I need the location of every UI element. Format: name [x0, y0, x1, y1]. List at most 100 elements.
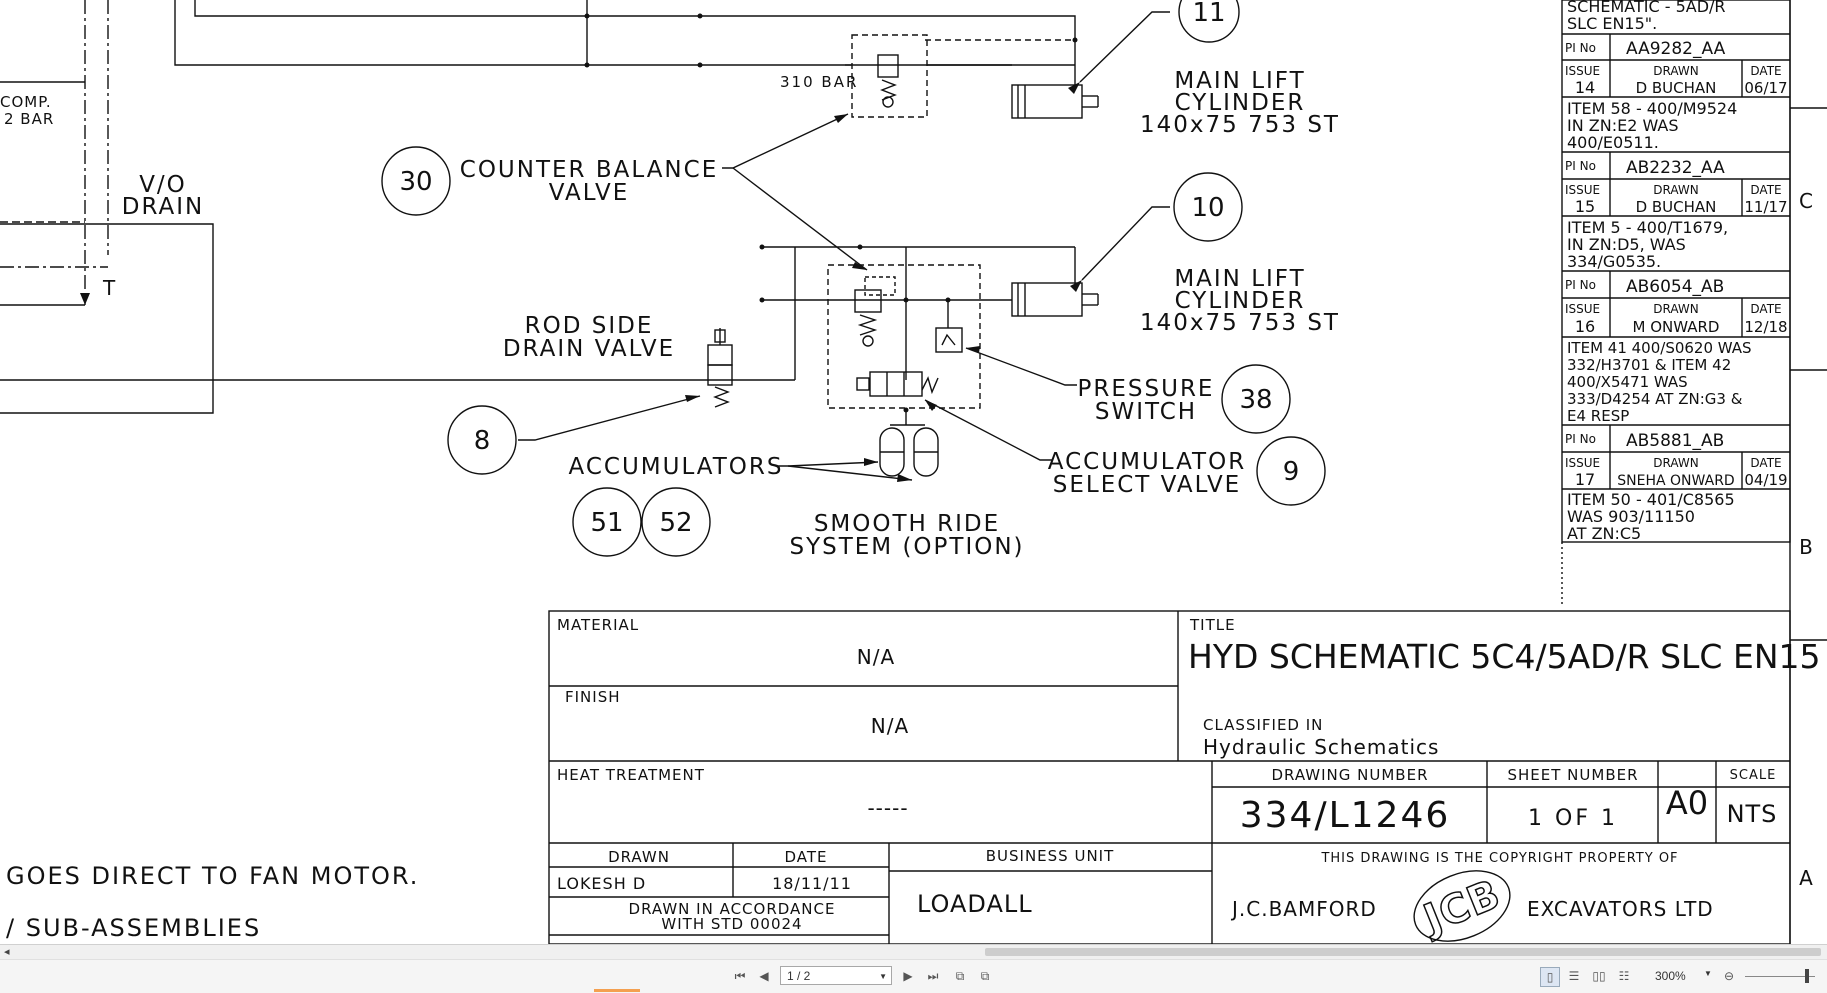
- drawing-number-value: 334/L1246: [1240, 795, 1451, 836]
- jcb-logo: JCB: [1415, 871, 1507, 944]
- date-label-15: DATE: [1750, 183, 1781, 197]
- material-value: N/A: [857, 645, 895, 669]
- main-lift-1-line3: 140x75 753 ST: [1140, 112, 1340, 138]
- zoom-dropdown-icon[interactable]: ▼: [1704, 969, 1712, 978]
- first-page-icon[interactable]: ⏮: [734, 968, 746, 983]
- pi-value-16: AB6054_AB: [1626, 277, 1724, 297]
- drawn-value-16: M ONWARD: [1633, 318, 1720, 336]
- zoom-slider-thumb[interactable]: [1805, 969, 1809, 983]
- issue-label-17: ISSUE: [1565, 456, 1600, 470]
- zone-b: B: [1799, 535, 1813, 559]
- zoom-level[interactable]: 300%: [1655, 969, 1686, 983]
- heat-treatment-value: -----: [867, 796, 908, 820]
- page-forward-icon[interactable]: ⧉: [980, 968, 990, 983]
- zoom-out-icon[interactable]: ⊖: [1723, 969, 1735, 983]
- date-label-16: DATE: [1750, 302, 1781, 316]
- company-name-left: J.C.BAMFORD: [1230, 897, 1377, 921]
- smooth-ride-line1: SMOOTH RIDE: [814, 511, 1000, 537]
- page-dropdown-icon[interactable]: ▼: [879, 972, 887, 981]
- issue-value-16: 16: [1575, 317, 1595, 336]
- fan-motor-note: GOES DIRECT TO FAN MOTOR.: [6, 862, 419, 890]
- pi-label-16: PI No: [1565, 278, 1596, 292]
- prev-page-icon[interactable]: ◀: [759, 969, 769, 983]
- drawn-value-17: SNEHA ONWARD: [1617, 473, 1734, 489]
- last-page-icon[interactable]: ⏭: [927, 968, 939, 983]
- pi-value-14: AA9282_AA: [1626, 39, 1726, 59]
- rev-note-15-1: ITEM 5 - 400/T1679,: [1567, 218, 1728, 237]
- material-label: MATERIAL: [557, 616, 639, 634]
- issue-label-14: ISSUE: [1565, 64, 1600, 78]
- counter-balance-line1: COUNTER BALANCE: [460, 157, 718, 183]
- document-viewport[interactable]: 310 BAR MAIN LIFT CYLINDER 140x75 753 ST…: [0, 0, 1827, 944]
- rev-note-17-3: AT ZN:C5: [1567, 524, 1641, 543]
- date-value-15: 11/17: [1744, 198, 1787, 216]
- single-page-icon[interactable]: ▯: [1540, 967, 1560, 987]
- zoom-slider[interactable]: [1745, 976, 1815, 977]
- finish-value: N/A: [871, 714, 909, 738]
- finish-label: FINISH: [565, 688, 621, 706]
- rev-note-14-1: ITEM 58 - 400/M9524: [1567, 99, 1737, 118]
- drawing-title: HYD SCHEMATIC 5C4/5AD/R SLC EN15: [1188, 637, 1821, 676]
- accordance-line1: DRAWN IN ACCORDANCE: [629, 900, 836, 918]
- rev-note-15-2: IN ZN:D5, WAS: [1567, 235, 1686, 254]
- revision-header-line2: SLC EN15".: [1567, 14, 1657, 33]
- balloon-38: 38: [1239, 385, 1272, 415]
- rev-note-17-1: ITEM 50 - 401/C8565: [1567, 490, 1735, 509]
- horizontal-scrollbar[interactable]: ◂: [0, 944, 1827, 960]
- date-value: 18/11/11: [772, 874, 852, 893]
- rev-note-16-4: 333/D4254 AT ZN:G3 &: [1567, 390, 1743, 408]
- schematic-drawing: 310 BAR MAIN LIFT CYLINDER 140x75 753 ST…: [0, 0, 1827, 944]
- balloon-11: 11: [1192, 0, 1225, 28]
- copyright-notice: THIS DRAWING IS THE COPYRIGHT PROPERTY O…: [1320, 851, 1678, 866]
- pressure-switch-line1: PRESSURE: [1078, 376, 1215, 402]
- date-label-14: DATE: [1750, 64, 1781, 78]
- classified-label: CLASSIFIED IN: [1203, 716, 1323, 734]
- title-label: TITLE: [1189, 616, 1236, 634]
- accumulator-select-line2: SELECT VALVE: [1053, 472, 1241, 498]
- issue-value-17: 17: [1575, 470, 1595, 489]
- scroll-left-icon[interactable]: ◂: [4, 945, 10, 958]
- date-label-17: DATE: [1750, 456, 1781, 470]
- tank-port-label: T: [102, 276, 117, 300]
- scale-value: NTS: [1727, 800, 1778, 828]
- accumulator-select-line1: ACCUMULATOR: [1048, 449, 1246, 475]
- sheet-number-value: 1 OF 1: [1528, 806, 1618, 831]
- date-value-17: 04/19: [1744, 471, 1787, 489]
- main-lift-2-line2: CYLINDER: [1175, 288, 1306, 314]
- classified-value: Hydraulic Schematics: [1203, 735, 1439, 759]
- vo-drain-line1: V/O: [139, 172, 187, 198]
- drawn-label-16: DRAWN: [1653, 302, 1699, 316]
- balloon-51: 51: [590, 508, 623, 538]
- continuous-page-icon[interactable]: ☰: [1568, 969, 1580, 983]
- pi-label-17: PI No: [1565, 432, 1596, 446]
- comp-label-line2: 2 BAR: [4, 110, 54, 128]
- next-page-icon[interactable]: ▶: [903, 969, 913, 983]
- rod-side-line1: ROD SIDE: [525, 313, 654, 339]
- pressure-rating-label: 310 BAR: [780, 73, 858, 91]
- two-continuous-icon[interactable]: ☷: [1618, 969, 1630, 983]
- page-number-value: 1 / 2: [787, 969, 811, 983]
- page-back-icon[interactable]: ⧉: [955, 968, 965, 983]
- drawn-label-14: DRAWN: [1653, 64, 1699, 78]
- main-lift-1-line1: MAIN LIFT: [1174, 68, 1305, 94]
- vo-drain-line2: DRAIN: [122, 194, 204, 220]
- scrollbar-thumb[interactable]: [985, 948, 1821, 956]
- sub-assemblies-note: / SUB-ASSEMBLIES: [6, 914, 261, 942]
- drawn-value: LOKESH D: [557, 874, 646, 893]
- accumulators-label: ACCUMULATORS: [569, 454, 784, 480]
- page-number-input[interactable]: 1 / 2 ▼: [780, 966, 892, 985]
- drawn-label: DRAWN: [608, 848, 670, 866]
- rev-note-17-2: WAS 903/11150: [1567, 507, 1695, 526]
- two-page-icon[interactable]: ▯▯: [1592, 969, 1606, 983]
- revision-header-line1: SCHEMATIC - 5AD/R: [1567, 0, 1726, 16]
- heat-treatment-label: HEAT TREATMENT: [557, 766, 705, 784]
- balloon-30: 30: [399, 167, 432, 197]
- rev-note-14-2: IN ZN:E2 WAS: [1567, 116, 1679, 135]
- viewer-toolbar: ⏮ ◀ 1 / 2 ▼ ▶ ⏭ ⧉ ⧉ ▯ ☰ ▯▯ ☷ 300% ▼ ⊖: [0, 959, 1827, 993]
- issue-label-16: ISSUE: [1565, 302, 1600, 316]
- rod-side-line2: DRAIN VALVE: [503, 336, 675, 362]
- issue-label-15: ISSUE: [1565, 183, 1600, 197]
- balloon-8: 8: [474, 426, 491, 456]
- main-lift-2-line3: 140x75 753 ST: [1140, 310, 1340, 336]
- pressure-switch-line2: SWITCH: [1095, 399, 1197, 425]
